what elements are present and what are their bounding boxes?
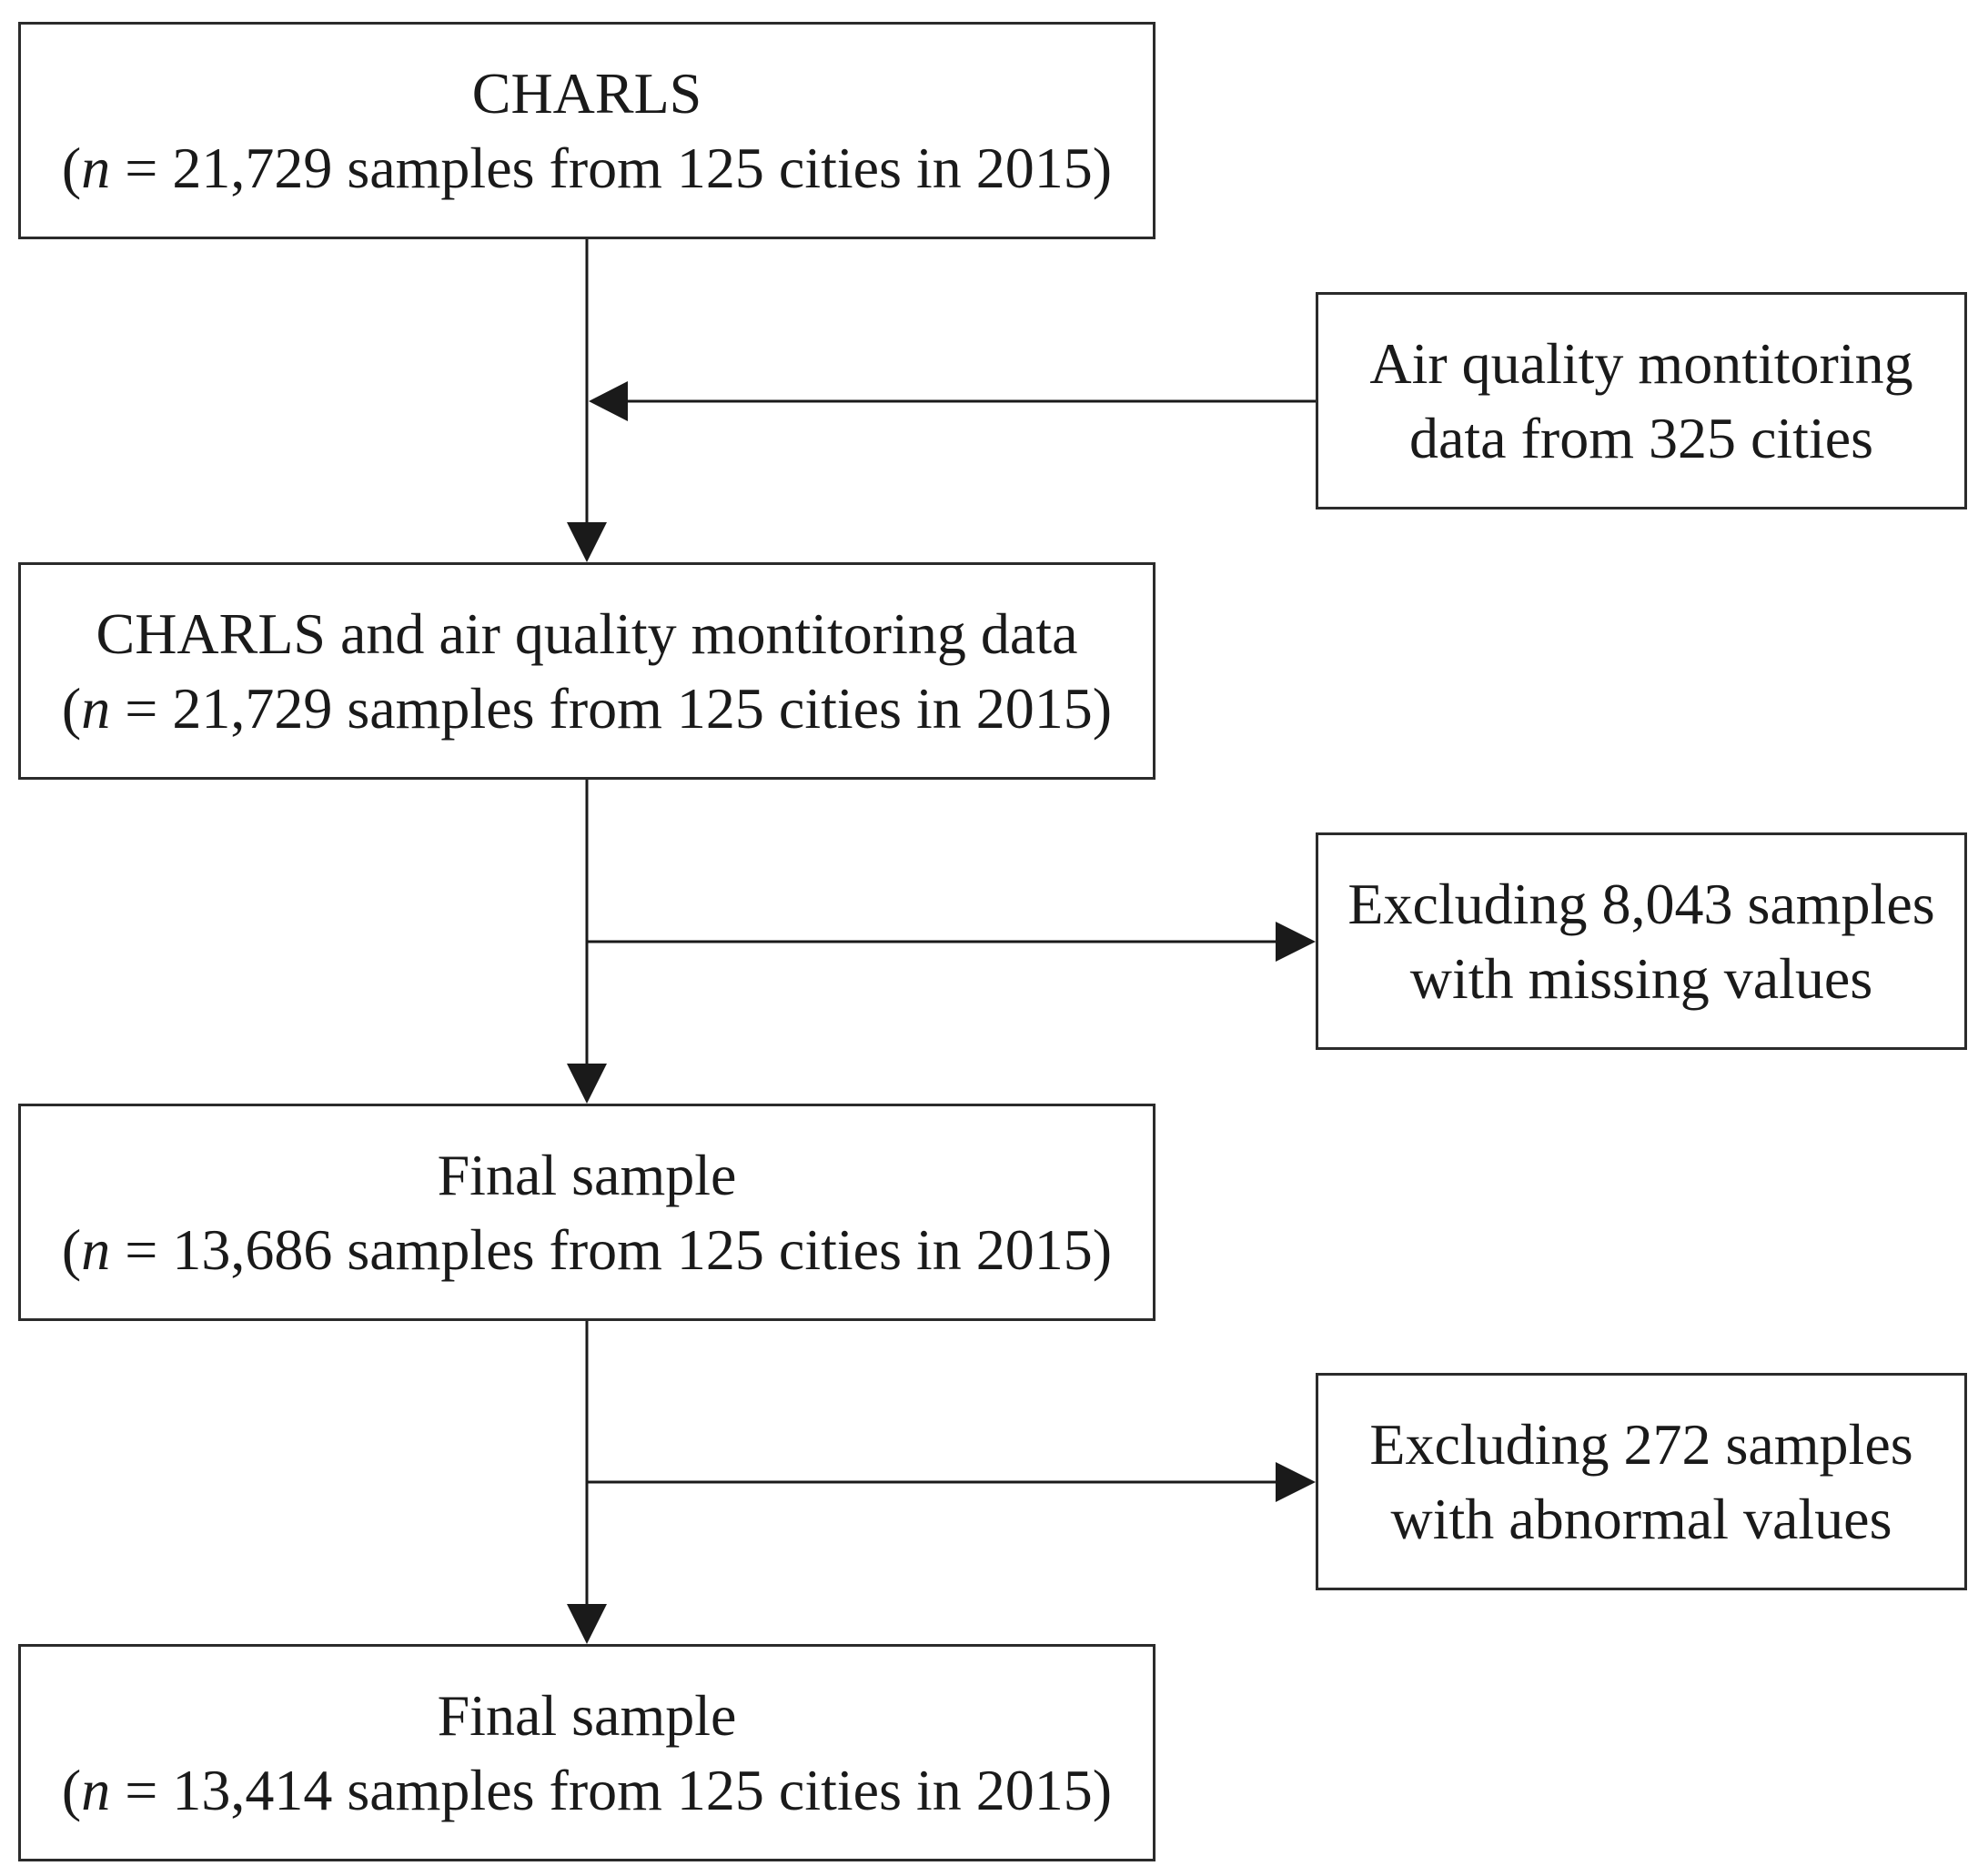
final-1-title: Final sample: [437, 1142, 737, 1207]
box-air-quality: Air quality montitoring data from 325 ci…: [1316, 292, 1967, 509]
merged-title: CHARLS and air quality montitoring data: [96, 600, 1078, 666]
arrowhead-down-final-1: [567, 1064, 607, 1104]
exclude-missing-line-1: Excluding 8,043 samples: [1347, 871, 1935, 936]
merged-sample-text: = 21,729 samples from 125 cities in 2015…: [110, 675, 1113, 741]
n-symbol: n: [81, 1757, 111, 1822]
arrowhead-left-airquality: [589, 381, 628, 421]
arrowhead-down-merged: [567, 522, 607, 562]
open-paren: (: [61, 1216, 82, 1282]
box-charls: CHARLS (n = 21,729 samples from 125 citi…: [18, 22, 1155, 239]
box-merged-data: CHARLS and air quality montitoring data …: [18, 562, 1155, 780]
charls-title: CHARLS: [471, 60, 702, 126]
air-quality-line-2: data from 325 cities: [1408, 405, 1874, 470]
n-symbol: n: [81, 675, 111, 741]
exclude-missing-line-2: with missing values: [1409, 945, 1873, 1011]
final-2-sample-text: = 13,414 samples from 125 cities in 2015…: [110, 1757, 1113, 1822]
box-final-sample-2: Final sample (n = 13,414 samples from 12…: [18, 1644, 1155, 1861]
exclude-abnormal-line-2: with abnormal values: [1390, 1486, 1892, 1551]
arrowhead-right-exclude-abnormal: [1276, 1462, 1316, 1502]
n-symbol: n: [81, 135, 111, 200]
charls-sample-text: = 21,729 samples from 125 cities in 2015…: [110, 135, 1113, 200]
open-paren: (: [61, 135, 82, 200]
n-symbol: n: [81, 1216, 111, 1282]
arrowhead-right-exclude-missing: [1276, 922, 1316, 962]
charls-sample-count: (n = 21,729 samples from 125 cities in 2…: [62, 131, 1112, 206]
open-paren: (: [61, 1757, 82, 1822]
open-paren: (: [61, 675, 82, 741]
final-2-sample-count: (n = 13,414 samples from 125 cities in 2…: [62, 1753, 1112, 1828]
final-1-sample-count: (n = 13,686 samples from 125 cities in 2…: [62, 1213, 1112, 1287]
final-1-sample-text: = 13,686 samples from 125 cities in 2015…: [110, 1216, 1113, 1282]
merged-sample-count: (n = 21,729 samples from 125 cities in 2…: [62, 671, 1112, 746]
box-final-sample-1: Final sample (n = 13,686 samples from 12…: [18, 1104, 1155, 1321]
exclude-abnormal-line-1: Excluding 272 samples: [1369, 1411, 1913, 1477]
box-exclude-missing: Excluding 8,043 samples with missing val…: [1316, 832, 1967, 1050]
final-2-title: Final sample: [437, 1682, 737, 1748]
box-exclude-abnormal: Excluding 272 samples with abnormal valu…: [1316, 1373, 1967, 1590]
air-quality-line-1: Air quality montitoring: [1369, 330, 1913, 396]
arrowhead-down-final-2: [567, 1604, 607, 1644]
